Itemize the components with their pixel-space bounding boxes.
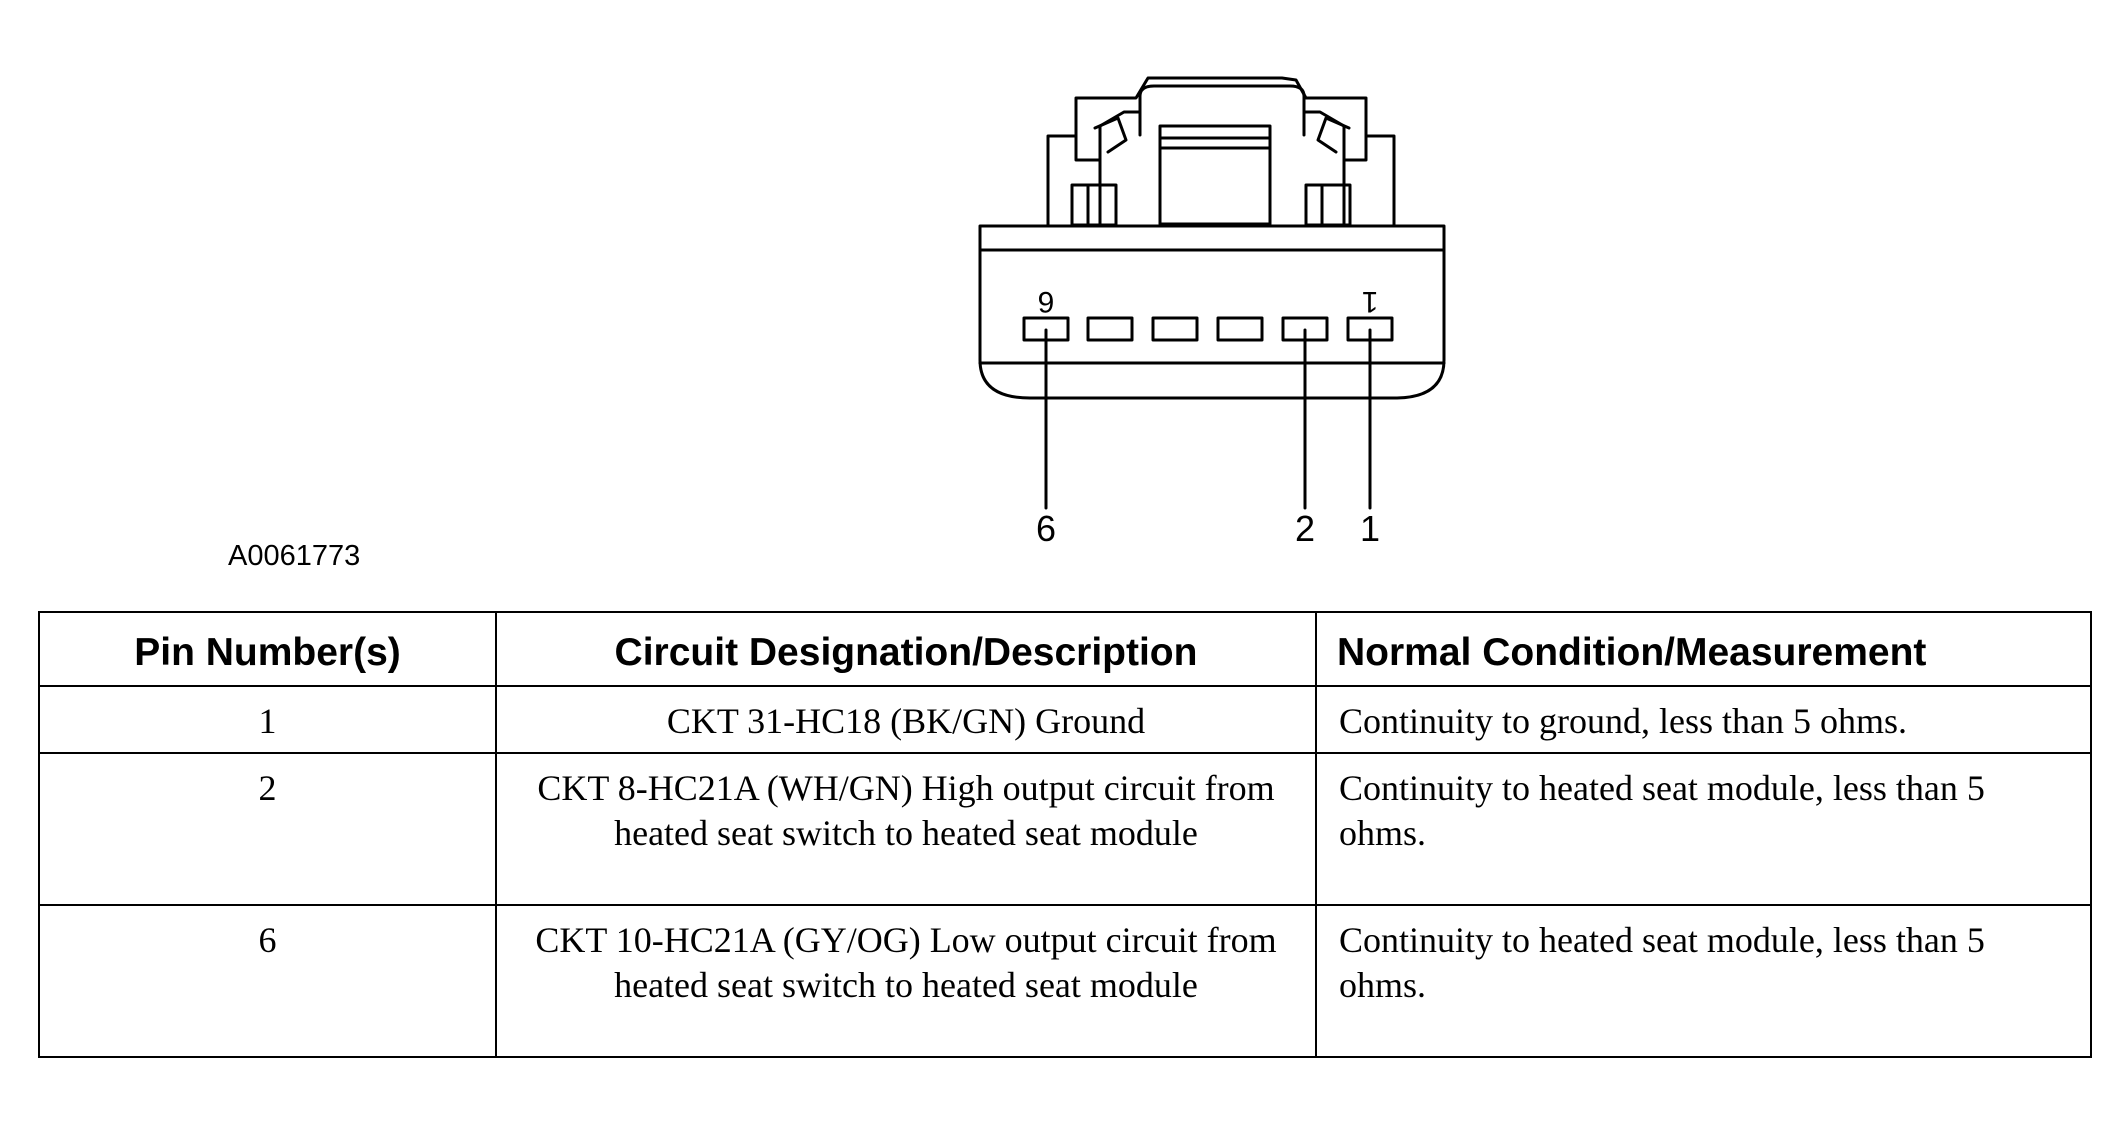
callout-label-1: 1 (1360, 508, 1380, 549)
circuit-cell: CKT 8-HC21A (WH/GN) High output circuit … (495, 752, 1317, 906)
pin-cell: 1 (38, 685, 497, 754)
table-row: 2 CKT 8-HC21A (WH/GN) High output circui… (38, 752, 2092, 906)
table-row: 1 CKT 31-HC18 (BK/GN) Ground Continuity … (38, 685, 2092, 754)
connector-body (978, 224, 1446, 400)
condition-cell: Continuity to ground, less than 5 ohms. (1315, 685, 2092, 754)
table-header-row: Pin Number(s) Circuit Designation/Descri… (38, 611, 2092, 687)
connector-latch (1046, 76, 1396, 228)
face-label-1: 1 (1362, 285, 1379, 318)
condition-cell: Continuity to heated seat module, less t… (1315, 904, 2092, 1058)
connector-left-window (1070, 183, 1118, 227)
circuit-cell: CKT 31-HC18 (BK/GN) Ground (495, 685, 1317, 754)
header-circuit: Circuit Designation/Description (495, 611, 1317, 687)
pin-cavity-4 (1151, 316, 1199, 342)
table-row: 6 CKT 10-HC21A (GY/OG) Low output circui… (38, 904, 2092, 1058)
pin-cavity-3 (1216, 316, 1264, 342)
pin-cell: 6 (38, 904, 497, 1058)
pin-cavity-5 (1086, 316, 1134, 342)
pin-cell: 2 (38, 752, 497, 906)
pin-table: Pin Number(s) Circuit Designation/Descri… (38, 611, 2092, 1058)
condition-cell: Continuity to heated seat module, less t… (1315, 752, 2092, 906)
connector-center-window (1158, 124, 1272, 226)
figure-id: A0061773 (228, 540, 361, 572)
header-pin-numbers: Pin Number(s) (38, 611, 497, 687)
circuit-cell: CKT 10-HC21A (GY/OG) Low output circuit … (495, 904, 1317, 1058)
callout-label-6: 6 (1036, 508, 1056, 549)
face-label-6: 6 (1038, 285, 1055, 318)
callout-label-2: 2 (1295, 508, 1315, 549)
header-condition: Normal Condition/Measurement (1315, 611, 2092, 687)
connector-right-window (1304, 183, 1352, 227)
